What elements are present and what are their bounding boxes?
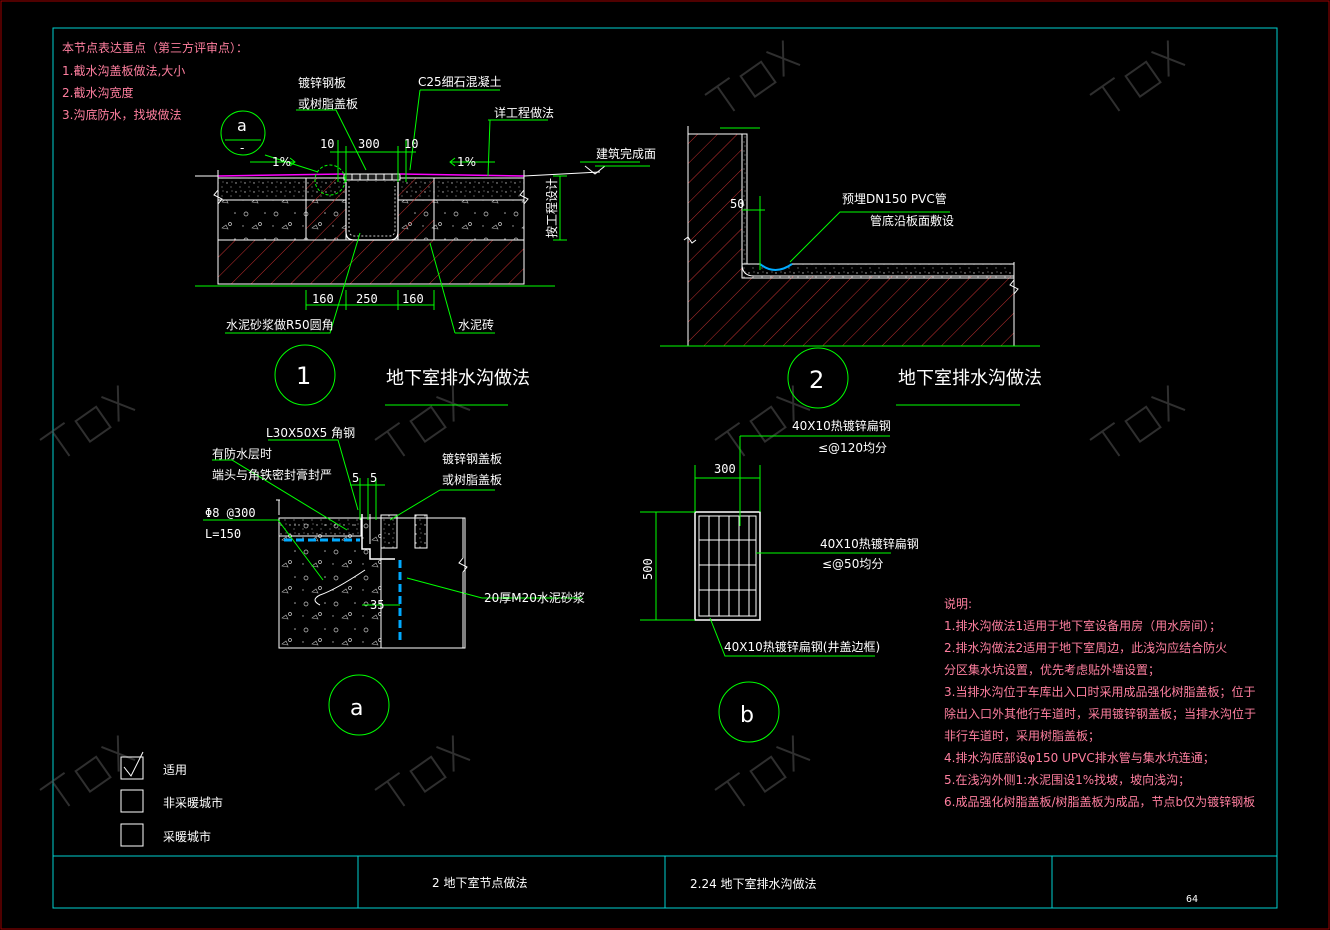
label-brick: 水泥砖 [458, 317, 494, 332]
label-seal: 端头与角铁密封膏封严 [212, 467, 332, 482]
detail-caption: 地下室排水沟做法 [898, 368, 1042, 389]
note-line: 除出入口外其他行车道时，采用镀锌钢盖板；当排水沟位于 [944, 706, 1256, 721]
note-line: 3.当排水沟位于车库出入口时采用成品强化树脂盖板；位于 [944, 684, 1255, 699]
slope-right: 1% [457, 155, 476, 169]
detail-number: 2 [809, 366, 824, 394]
legend: 适用 非采暖城市 采暖城市 [120, 751, 223, 847]
dim-bottom-2: 250 [356, 292, 378, 306]
note-line: 非行车道时，采用树脂盖板； [944, 728, 1100, 743]
label-cover: 镀锌钢盖板 [442, 452, 502, 466]
detail-a-drawing [203, 439, 582, 736]
label-flat-bar: 40X10热镀锌扁钢 [820, 537, 919, 551]
label-flat-bar-spacing: ≤@120均分 [818, 441, 887, 455]
dim-bottom-1: 160 [312, 292, 334, 306]
dim-bottom-3: 160 [402, 292, 424, 306]
detail-2-labels: 预埋DN150 PVC管 管底沿板面敷设 50 2 地下室排水沟做法 [730, 191, 1042, 394]
label-depth: 按工程设计 [544, 178, 559, 238]
detail-b-labels: 40X10热镀锌扁钢 ≤@120均分 40X10热镀锌扁钢 ≤@50均分 40X… [641, 419, 919, 728]
dim-top-1: 10 [320, 137, 334, 151]
note-line: 分区集水坑设置，优先考虑贴外墙设置； [944, 662, 1160, 677]
checkbox-applicable [120, 756, 144, 780]
legend-label: 适用 [163, 763, 187, 777]
key-point: 3.沟底防水，找坡做法 [62, 107, 181, 122]
key-point: 1.截水沟盖板做法,大小 [62, 63, 185, 78]
watermark-logos [39, 40, 1186, 807]
label-pipe-note: 管底沿板面敷设 [870, 213, 954, 228]
ref-dash: - [240, 141, 244, 155]
dim-50: 50 [730, 197, 744, 211]
detail-a-labels: L30X50X5 角钢 有防水层时 端头与角铁密封膏封严 镀锌钢盖板 或树脂盖板… [205, 426, 585, 721]
note-line: 5.在浅沟外侧1:水泥围设1%找坡，坡向浅沟； [944, 772, 1190, 787]
label-flat-bar: 40X10热镀锌扁钢 [792, 419, 891, 433]
dim-5: 5 [370, 471, 377, 485]
detail-b-drawing [640, 435, 891, 743]
detail-1-drawing [195, 89, 650, 406]
note-line: 1.排水沟做法1适用于地下室设备用房（用水房间）； [944, 618, 1221, 633]
page-number: 64 [1186, 894, 1198, 905]
legend-label: 采暖城市 [163, 829, 211, 844]
detail-letter: a [350, 696, 363, 721]
label-engineering: 详工程做法 [494, 105, 554, 120]
detail-1-labels: 镀锌钢板 或树脂盖板 C25细石混凝土 详工程做法 建筑完成面 按工程设计 水泥… [226, 74, 656, 390]
label-frame: 40X10热镀锌扁钢(井盖边框) [724, 640, 880, 654]
detail-2-drawing [660, 126, 1040, 409]
ref-letter: a [237, 116, 247, 135]
label-finish-floor: 建筑完成面 [596, 146, 656, 161]
note-line: 2.排水沟做法2适用于地下室周边，此浅沟应结合防火 [944, 640, 1227, 655]
legend-label: 非采暖城市 [163, 795, 223, 810]
notes: 说明: 1.排水沟做法1适用于地下室设备用房（用水房间）； 2.排水沟做法2适用… [944, 596, 1256, 809]
note-line: 4.排水沟底部设φ150 UPVC排水管与集水坑连通； [944, 750, 1215, 765]
dim-top-2: 300 [358, 137, 380, 151]
dim-500: 500 [641, 558, 655, 580]
dim-35: 35 [370, 598, 384, 612]
label-concrete: C25细石混凝土 [418, 74, 502, 89]
label-flat-bar-spacing: ≤@50均分 [822, 557, 883, 571]
label-cover: 镀锌钢板 [298, 76, 346, 90]
label-cover-alt: 或树脂盖板 [298, 96, 358, 111]
slope-left: 1% [272, 155, 291, 169]
note-line: 6.成品强化树脂盖板/树脂盖板为成品，节点b仅为镀锌钢板 [944, 794, 1255, 809]
key-points: 本节点表达重点（第三方评审点）： 1.截水沟盖板做法,大小 2.截水沟宽度 3.… [62, 40, 248, 122]
label-rebar: Φ8 @300 [205, 506, 256, 520]
checkbox-non-heating [120, 789, 144, 813]
label-mortar: 水泥砂浆做R50圆角 [226, 317, 334, 332]
check-icon [123, 751, 144, 777]
label-rebar-length: L=150 [205, 527, 241, 541]
detail-number: 1 [296, 362, 311, 390]
label-angle: L30X50X5 角钢 [266, 426, 355, 440]
dim-300: 300 [714, 462, 736, 476]
section-title: 2 地下室节点做法 [432, 875, 527, 890]
item-title: 2.24 地下室排水沟做法 [690, 876, 817, 891]
dim-top-3: 10 [404, 137, 418, 151]
checkbox-heating [120, 823, 144, 847]
detail-caption: 地下室排水沟做法 [386, 368, 530, 389]
dim-5: 5 [352, 471, 359, 485]
title-block [53, 855, 1277, 908]
label-mortar: 20厚M20水泥砂浆 [484, 590, 585, 605]
label-pipe: 预埋DN150 PVC管 [842, 191, 947, 206]
notes-title: 说明: [944, 596, 972, 611]
label-cover-alt: 或树脂盖板 [442, 472, 502, 487]
detail-letter: b [740, 703, 754, 728]
key-point: 2.截水沟宽度 [62, 85, 133, 100]
key-points-title: 本节点表达重点（第三方评审点）： [62, 40, 248, 55]
label-waterproof: 有防水层时 [212, 446, 272, 461]
title-block-text: 2 地下室节点做法 2.24 地下室排水沟做法 64 [432, 875, 1198, 905]
